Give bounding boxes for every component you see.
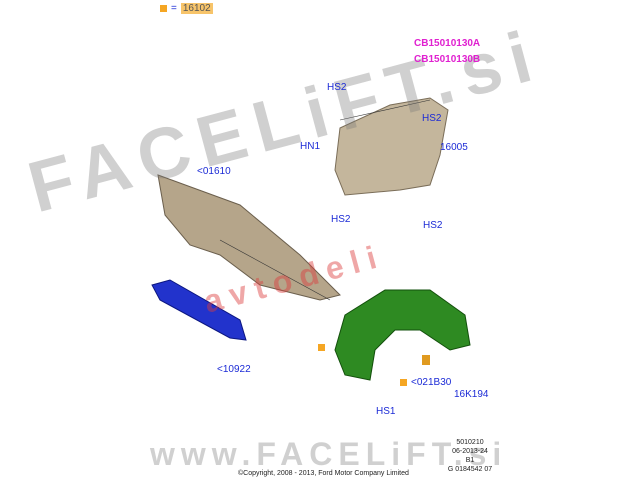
part-cb15010130a[interactable]: CB15010130A	[414, 38, 481, 49]
watermark-bottom: www.FACELiFT.si	[150, 436, 508, 472]
part-hs1[interactable]: HS1	[376, 406, 396, 417]
part-cb15010130b[interactable]: CB15010130B	[414, 54, 481, 65]
part-hs2-right[interactable]: HS2	[422, 113, 442, 124]
part-hs2-top[interactable]: HS2	[327, 82, 347, 93]
legend-equals: =	[171, 3, 177, 14]
legend: = 16102	[160, 3, 213, 14]
legend-swatch	[160, 5, 167, 12]
dash-panel	[157, 174, 341, 301]
legend-marker-1	[318, 344, 325, 351]
drawing-id: G 0184542 07	[447, 466, 493, 473]
part-021b30[interactable]: <021B30	[411, 377, 452, 388]
crossmember	[151, 279, 247, 341]
drawing-info: 5010210 06-2013-24 B1 G 0184542 07	[440, 438, 500, 474]
wheel-arch-liner	[334, 289, 471, 381]
copyright: ©Copyright, 2008 - 2013, Ford Motor Comp…	[238, 470, 409, 477]
part-16k194[interactable]: 16K194	[454, 389, 489, 400]
part-hs2-low[interactable]: HS2	[423, 220, 443, 231]
fender	[334, 97, 449, 196]
part-hn1[interactable]: HN1	[300, 141, 321, 152]
part-01610[interactable]: <01610	[197, 166, 231, 177]
part-16005[interactable]: 16005	[440, 142, 468, 153]
drawing-date: 06-2013-24	[452, 448, 488, 455]
clip-021b30	[422, 355, 430, 365]
legend-part-number[interactable]: 16102	[180, 3, 213, 14]
legend-marker-2	[400, 379, 407, 386]
drawing-revision: B1	[465, 457, 475, 464]
part-hs2-mid[interactable]: HS2	[331, 214, 351, 225]
drawing-number: 5010210	[456, 439, 484, 446]
part-10922[interactable]: <10922	[217, 364, 251, 375]
